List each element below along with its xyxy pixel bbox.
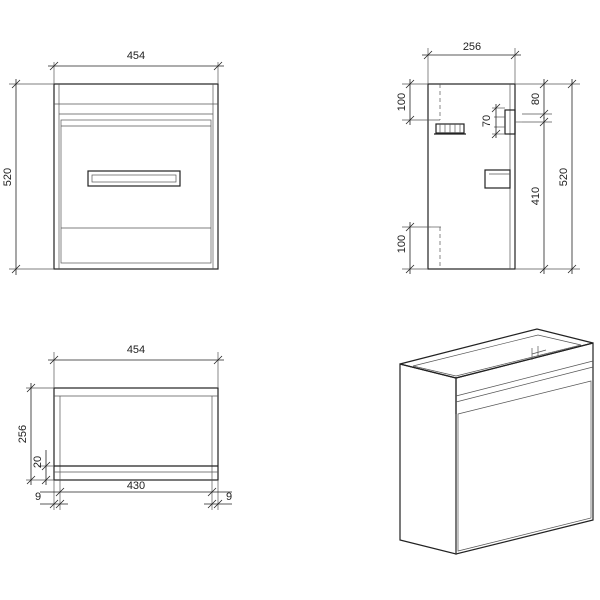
drain-siphon-icon	[434, 123, 466, 135]
top-depth-tick-bottom	[26, 475, 36, 485]
side-cabinet-outline	[427, 83, 516, 270]
side-lower-label: 410	[530, 187, 542, 205]
side-depth-label: 256	[463, 41, 481, 53]
iso-drain-icon	[531, 346, 547, 360]
top-depth-tick-top	[26, 383, 36, 393]
top-right-margin-tick-outer	[213, 499, 223, 509]
top-ledge-tick-top	[41, 461, 51, 471]
side-depth-tick-left	[423, 50, 433, 60]
top-ledge-label: 20	[32, 456, 44, 468]
side-top-gap-tick-top	[405, 79, 415, 89]
side-pipe-label: 70	[481, 115, 493, 127]
side-top-gap-label: 100	[396, 93, 408, 111]
side-view: 256 100 100 80 70 410	[396, 41, 580, 274]
front-width-label: 454	[127, 50, 145, 62]
front-view: 454 520	[2, 50, 224, 275]
top-left-margin-tick-inner	[55, 499, 65, 509]
side-height-label: 520	[558, 168, 570, 186]
wall-pipe-connector	[494, 109, 522, 135]
side-upper-tick-bottom	[539, 109, 549, 119]
side-pipe-tick-top	[491, 103, 501, 113]
iso-basin-opening	[412, 334, 582, 377]
side-height-tick-top	[567, 79, 577, 89]
isometric-view	[399, 328, 594, 555]
top-inner-label: 430	[127, 480, 145, 492]
top-view: 454 256 20 430 9 9	[17, 344, 232, 510]
iso-side-face	[399, 363, 457, 555]
side-pipe-tick-bottom	[491, 129, 501, 139]
top-right-margin-tick-inner	[207, 499, 217, 509]
iso-top-rail	[455, 360, 594, 397]
top-left-margin-label: 9	[35, 491, 41, 503]
front-height-label: 520	[2, 168, 14, 186]
top-width-tick-left	[49, 355, 59, 365]
top-ledge-tick-bottom	[41, 475, 51, 485]
front-drawer-panel	[60, 119, 212, 264]
top-depth-label: 256	[17, 425, 29, 443]
top-inner-tick-left	[55, 487, 65, 497]
top-width-label: 454	[127, 344, 145, 356]
front-cabinet-outline	[53, 83, 219, 270]
side-lower-tick-top	[539, 117, 549, 127]
front-width-tick-right	[213, 61, 223, 71]
side-depth-tick-right	[510, 50, 520, 60]
front-width-tick-left	[49, 61, 59, 71]
top-cabinet-outline	[53, 387, 219, 481]
side-bottom-gap-tick-bottom	[405, 264, 415, 274]
side-bottom-gap-label: 100	[396, 235, 408, 253]
side-upper-label: 80	[530, 93, 542, 105]
top-width-tick-right	[213, 355, 223, 365]
front-height-tick-top	[11, 79, 21, 89]
front-height-tick-bottom	[11, 264, 21, 274]
top-left-margin-tick-outer	[49, 499, 59, 509]
side-lower-tick-bottom	[539, 264, 549, 274]
side-bottom-gap-tick-top	[405, 222, 415, 232]
side-height-tick-bottom	[567, 264, 577, 274]
top-inner-tick-right	[207, 487, 217, 497]
top-right-margin-label: 9	[226, 491, 232, 503]
iso-top-rail-edge	[455, 366, 594, 403]
front-handle-recess	[91, 174, 177, 183]
side-upper-tick-top	[539, 79, 549, 89]
side-top-gap-tick-bottom	[405, 115, 415, 125]
side-handle-profile	[484, 169, 511, 189]
front-handle	[87, 170, 181, 187]
iso-drawer-front	[457, 380, 592, 552]
